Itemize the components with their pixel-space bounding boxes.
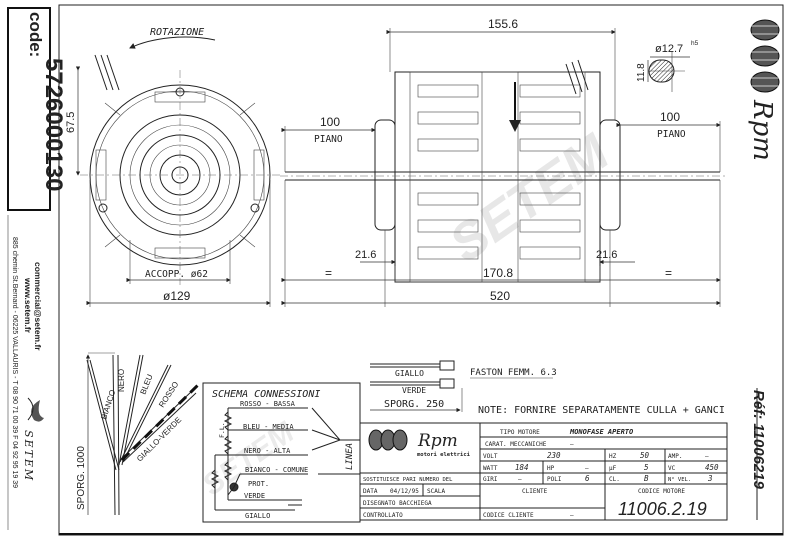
wire-label-nero: NERO: [117, 369, 126, 392]
shaft-flat: 11.8: [636, 63, 647, 82]
rotation-arrow-icon: [129, 36, 216, 49]
vc-value: 450: [705, 463, 719, 472]
rotation-label: ROTAZIONE: [150, 27, 204, 38]
codice-cliente-value: —: [570, 512, 574, 519]
shaft-diameter: ø12.7: [655, 43, 683, 55]
schema-row-bleu: BLEU - MEDIA: [243, 423, 294, 431]
volt-label: VOLT: [483, 453, 498, 460]
hp-label: HP: [547, 465, 555, 472]
watt-label: WATT: [483, 465, 498, 472]
amp-value: —: [705, 453, 709, 460]
faston-connector-label: FASTON FEMM. 6.3: [470, 368, 557, 378]
note-text: NOTE: FORNIRE SEPARATAMENTE CULLA + GANC…: [478, 405, 725, 416]
dim-end-right: 21.6: [596, 249, 617, 261]
schema-title: SCHEMA CONNESSIONI: [212, 389, 320, 400]
dim-eq-left: =: [325, 266, 332, 280]
uf-label: µF: [609, 465, 617, 472]
code-box: [7, 7, 51, 211]
wire-label-bleu: BLEU: [139, 373, 155, 396]
codice-cliente-label: CODICE CLIENTE: [483, 512, 534, 519]
schema-fl: F.L.: [218, 422, 226, 438]
giri-value: —: [518, 476, 522, 483]
dim-piano-right-value: 100: [660, 110, 680, 124]
watt-value: 184: [515, 463, 529, 472]
schema-row-bianco: BIANCO - COMUNE: [245, 466, 308, 474]
uf-value: 5: [644, 463, 649, 472]
title-block-logo-icon: [368, 429, 408, 451]
carat-label: CARAT. MECCANICHE: [485, 441, 547, 448]
title-block-logo-sub: motori elettrici: [417, 452, 471, 458]
faston-wire-giallo: GIALLO: [395, 369, 424, 378]
carat-value: —: [570, 441, 574, 448]
dim-piano-right-label: PIANO: [657, 129, 686, 140]
schema-row-rosso: ROSSO - BASSA: [240, 400, 296, 408]
title-block-grid: [359, 422, 728, 521]
dim-piano-left-label: PIANO: [314, 134, 343, 145]
dim-end-left: 21.6: [355, 249, 376, 261]
scala-label: SCALA: [427, 488, 445, 495]
cl-label: CL.: [609, 476, 620, 483]
codice-motore-value: 11006.2.19: [618, 499, 707, 519]
nvel-value: 3: [707, 474, 713, 483]
dim-total-length: 520: [490, 289, 510, 303]
disegnato-label: DISEGNATO BACCHIEGA: [363, 500, 432, 507]
rpm-brand-text: Rpm: [747, 99, 777, 161]
schema-giallo: GIALLO: [245, 512, 270, 520]
wire-label-rosso: ROSSO: [157, 380, 180, 409]
schema-verde: VERDE: [244, 492, 265, 500]
amp-label: AMP.: [668, 453, 682, 460]
website-link[interactable]: www.setem.fr: [23, 277, 33, 334]
controllato-label: CONTROLLATO: [363, 512, 403, 519]
rpm-logo-icon: [750, 19, 780, 93]
volt-value: 230: [547, 451, 561, 460]
watermark: SETEM: [440, 123, 621, 274]
schema-prot: PROT.: [248, 480, 269, 488]
dim-top-length: 155.6: [488, 17, 518, 31]
hz-label: HZ: [609, 453, 617, 460]
shaft-tolerance: h5: [691, 40, 699, 47]
dim-eq-right: =: [665, 266, 672, 280]
data-value: 04/12/95: [390, 488, 419, 495]
vc-label: VC: [668, 465, 676, 472]
faston-length: SPORG. 250: [384, 399, 444, 410]
schema-row-nero: NERO - ALTA: [244, 447, 291, 455]
reference-number: Réf: 11006219: [750, 390, 767, 490]
giri-label: GIRI: [483, 476, 498, 483]
dim-piano-left-value: 100: [320, 115, 340, 129]
cl-value: B: [644, 474, 649, 483]
cliente-label: CLIENTE: [522, 488, 548, 495]
dim-body-length: 170.8: [483, 266, 513, 280]
setem-brand-text: SETEM: [22, 430, 35, 482]
schema-wiring: [210, 407, 360, 511]
faston-wires: [370, 360, 455, 389]
shaft-section-icon: [648, 52, 685, 92]
email-link[interactable]: commercial@setem.fr: [33, 262, 43, 351]
dim-accopp: ACCOPP. ø62: [145, 269, 208, 280]
code-label: code:: [26, 12, 45, 57]
dim-height: 67.5: [65, 112, 77, 133]
code-value: 5726000130: [40, 58, 67, 191]
wire-bundle: [86, 354, 200, 516]
wire-length: SPORG. 1000: [76, 446, 87, 510]
data-label: DATA: [363, 488, 378, 495]
sostituisce-label: SOSTITUISCE PARI NUMERO DEL: [363, 477, 453, 483]
codice-motore-label: CODICE MOTORE: [638, 488, 685, 495]
hz-value: 50: [640, 451, 650, 460]
nvel-label: N° VEL.: [668, 477, 691, 483]
company-address: 885 chemin St.Bernard - 06225 VALLAURIS …: [11, 237, 18, 488]
setem-logo-icon: [27, 397, 44, 422]
dim-diameter: ø129: [163, 289, 191, 303]
schema-linea: LINEA: [345, 443, 355, 470]
hp-value: —: [585, 465, 589, 472]
title-block-logo-text: Rpm: [417, 431, 458, 451]
faston-wire-verde: VERDE: [402, 386, 426, 395]
poli-label: POLI: [547, 476, 562, 483]
poli-value: 6: [585, 474, 590, 483]
tipo-motore-value: MONOFASE APERTO: [569, 428, 633, 436]
tipo-motore-label: TIPO MOTORE: [500, 429, 540, 436]
front-view: [80, 54, 280, 285]
